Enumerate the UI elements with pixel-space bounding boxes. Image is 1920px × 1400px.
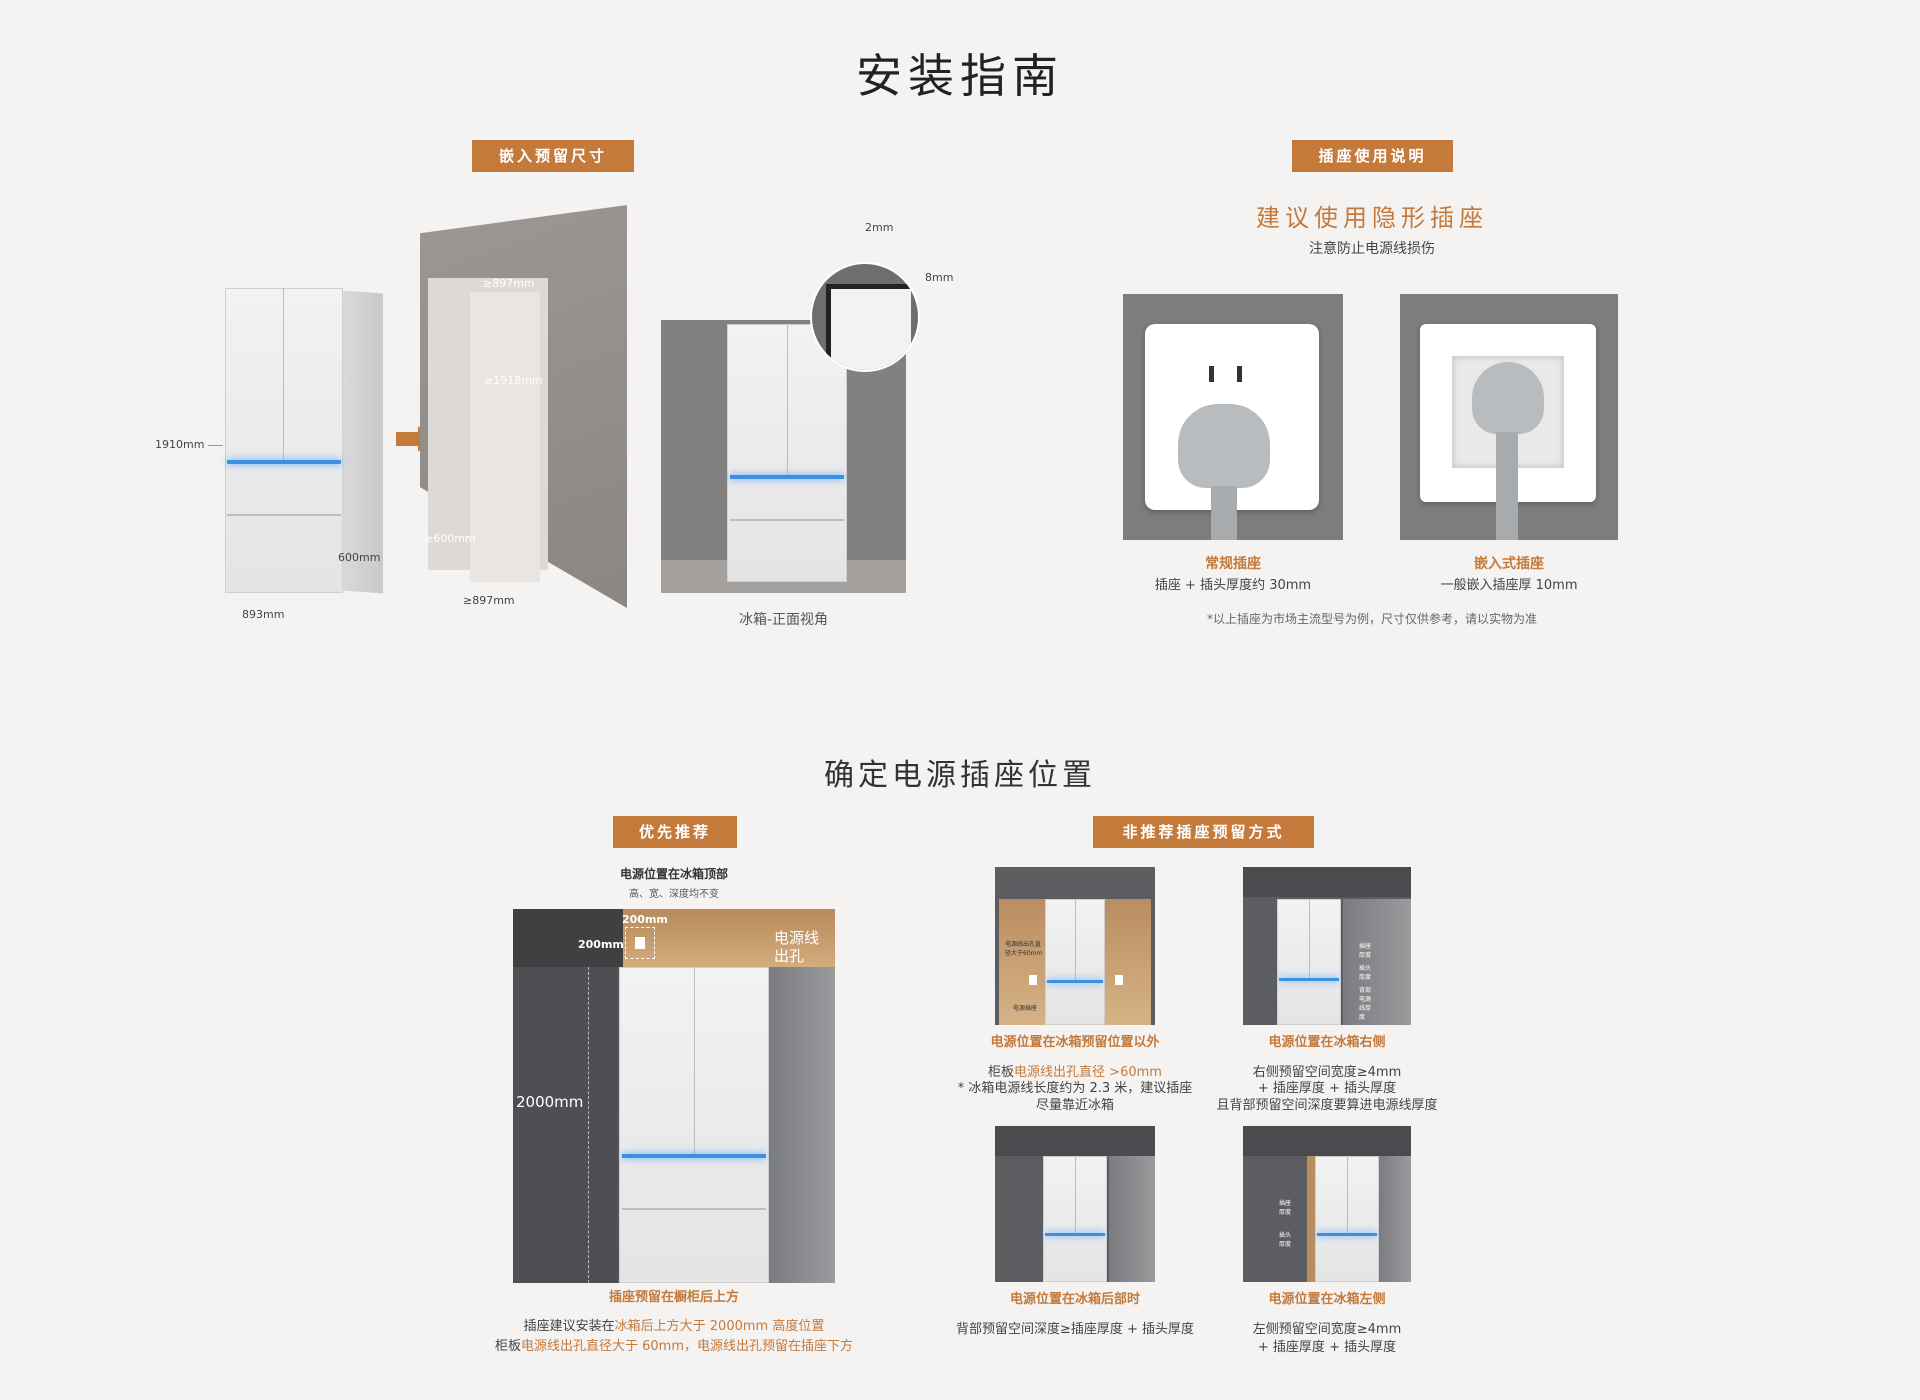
gap-zoom-circle [810, 262, 920, 372]
right-socket-thickness-label: 插座厚度 [1359, 943, 1372, 959]
left-plug-thickness-label: 插头厚度 [1279, 1232, 1292, 1248]
recommend-cabinet-image [513, 909, 835, 1283]
height-tick [208, 445, 223, 446]
socket-heading: 建议使用隐形插座 [1256, 204, 1488, 232]
dim-200-left-label: 200mm [578, 938, 624, 951]
recommend-tag: 优先推荐 [613, 816, 737, 848]
hole-label-line1: 电源线 [774, 929, 820, 947]
left-side-title: 电源位置在冰箱左侧 [1268, 1292, 1386, 1307]
recommend-line2: 柜板电源线出孔直径大于 60mm，电源线出孔预留在插座下方 [443, 1335, 905, 1354]
outside-line2: * 冰箱电源线长度约为 2.3 米，建议插座 [957, 1081, 1193, 1096]
normal-socket-title: 常规插座 [1205, 556, 1261, 572]
niche-back [470, 292, 540, 582]
recommend-line1-a: 插座建议安装在 [523, 1319, 615, 1334]
dim-2000-label: 2000mm [516, 1093, 584, 1111]
recommend-line2-a: 柜板 [494, 1339, 521, 1354]
niche-depth-label: ≥600mm [424, 532, 476, 545]
embedded-socket-image [1400, 294, 1618, 540]
outside-title: 电源位置在冰箱预留位置以外 [990, 1035, 1160, 1050]
embedded-socket-desc: 一般嵌入插座厚 10mm [1440, 578, 1578, 593]
recommend-top-title: 电源位置在冰箱顶部 [619, 867, 728, 881]
back-title: 电源位置在冰箱后部时 [1009, 1292, 1140, 1307]
gap-side-label: 2mm [865, 221, 894, 234]
recommend-line1: 插座建议安装在冰箱后上方大于 2000mm 高度位置 [463, 1315, 885, 1334]
embed-tag: 嵌入预留尺寸 [472, 140, 634, 172]
outside-line1-a: 柜板 [988, 1065, 1015, 1080]
recommend-line1-b: 冰箱后上方大于 2000mm 高度位置 [614, 1319, 825, 1334]
right-side-line3: 且背部预留空间深度要算进电源线厚度 [1216, 1098, 1438, 1113]
arrow-right-icon [396, 432, 418, 446]
not-recommend-tag: 非推荐插座预留方式 [1093, 816, 1314, 848]
gap-top-label: 8mm [925, 271, 954, 284]
right-side-line2: + 插座厚度 + 插头厚度 [1257, 1081, 1397, 1096]
left-socket-thickness-label: 插座厚度 [1279, 1200, 1292, 1216]
niche-height-label: ≥1918mm [484, 374, 543, 387]
outside-socket-label: 电源插座 [1013, 1005, 1038, 1012]
back-image [995, 1126, 1155, 1282]
socket-subheading: 注意防止电源线损伤 [1309, 241, 1435, 257]
back-line1: 背部预留空间深度≥插座厚度 + 插头厚度 [955, 1322, 1195, 1337]
left-side-line1: 左侧预留空间宽度≥4mm [1252, 1322, 1402, 1337]
left-side-image: 插座厚度 插头厚度 [1243, 1126, 1411, 1282]
front-view-caption: 冰箱-正面视角 [738, 612, 829, 628]
recommend-line2-b: 电源线出孔直径大于 60mm，电源线出孔预留在插座下方 [521, 1339, 854, 1354]
right-plug-thickness-label: 插头厚度 [1359, 965, 1372, 981]
fridge-height-label: 1910mm [155, 438, 205, 451]
normal-socket-desc: 插座 + 插头厚度约 30mm [1154, 578, 1312, 593]
recommend-caption: 插座预留在橱柜后上方 [608, 1290, 739, 1305]
right-side-title: 电源位置在冰箱右侧 [1268, 1035, 1386, 1050]
niche-width-bottom-label: ≥897mm [463, 594, 515, 607]
page-title: 安装指南 [856, 49, 1064, 103]
left-side-line2: + 插座厚度 + 插头厚度 [1257, 1340, 1397, 1355]
right-side-line1: 右侧预留空间宽度≥4mm [1252, 1065, 1402, 1080]
outside-hole-label: 电源线出孔直径大于60mm [1005, 941, 1043, 957]
section2-title: 确定电源插座位置 [824, 758, 1096, 793]
outside-line1-b: 电源线出孔直径 >60mm [1014, 1065, 1162, 1080]
hole-label-line2: 出孔 [774, 947, 805, 965]
outside-line1: 柜板电源线出孔直径 >60mm [935, 1061, 1215, 1080]
recommend-top-sub: 高、宽、深度均不变 [629, 889, 719, 900]
outside-image: 电源线出孔直径大于60mm 电源插座 [995, 867, 1155, 1025]
fridge-width-label: 893mm [242, 608, 285, 621]
right-side-image: 插座厚度 插头厚度 背部电源线厚度 [1243, 867, 1411, 1025]
embedded-socket-title: 嵌入式插座 [1474, 556, 1544, 572]
fridge-depth-label: 600mm [338, 551, 381, 564]
niche-width-top-label: ≥897mm [483, 277, 535, 290]
socket-tag: 插座使用说明 [1292, 140, 1453, 172]
dim-200-top-label: 200mm [622, 913, 668, 926]
normal-socket-image [1123, 294, 1343, 540]
right-cord-thickness-label: 背部电源线厚度 [1359, 987, 1372, 1021]
socket-note: *以上插座为市场主流型号为例，尺寸仅供参考，请以实物为准 [1206, 612, 1537, 626]
fridge-3d-image [225, 288, 385, 598]
outside-line3: 尽量靠近冰箱 [1035, 1098, 1114, 1113]
